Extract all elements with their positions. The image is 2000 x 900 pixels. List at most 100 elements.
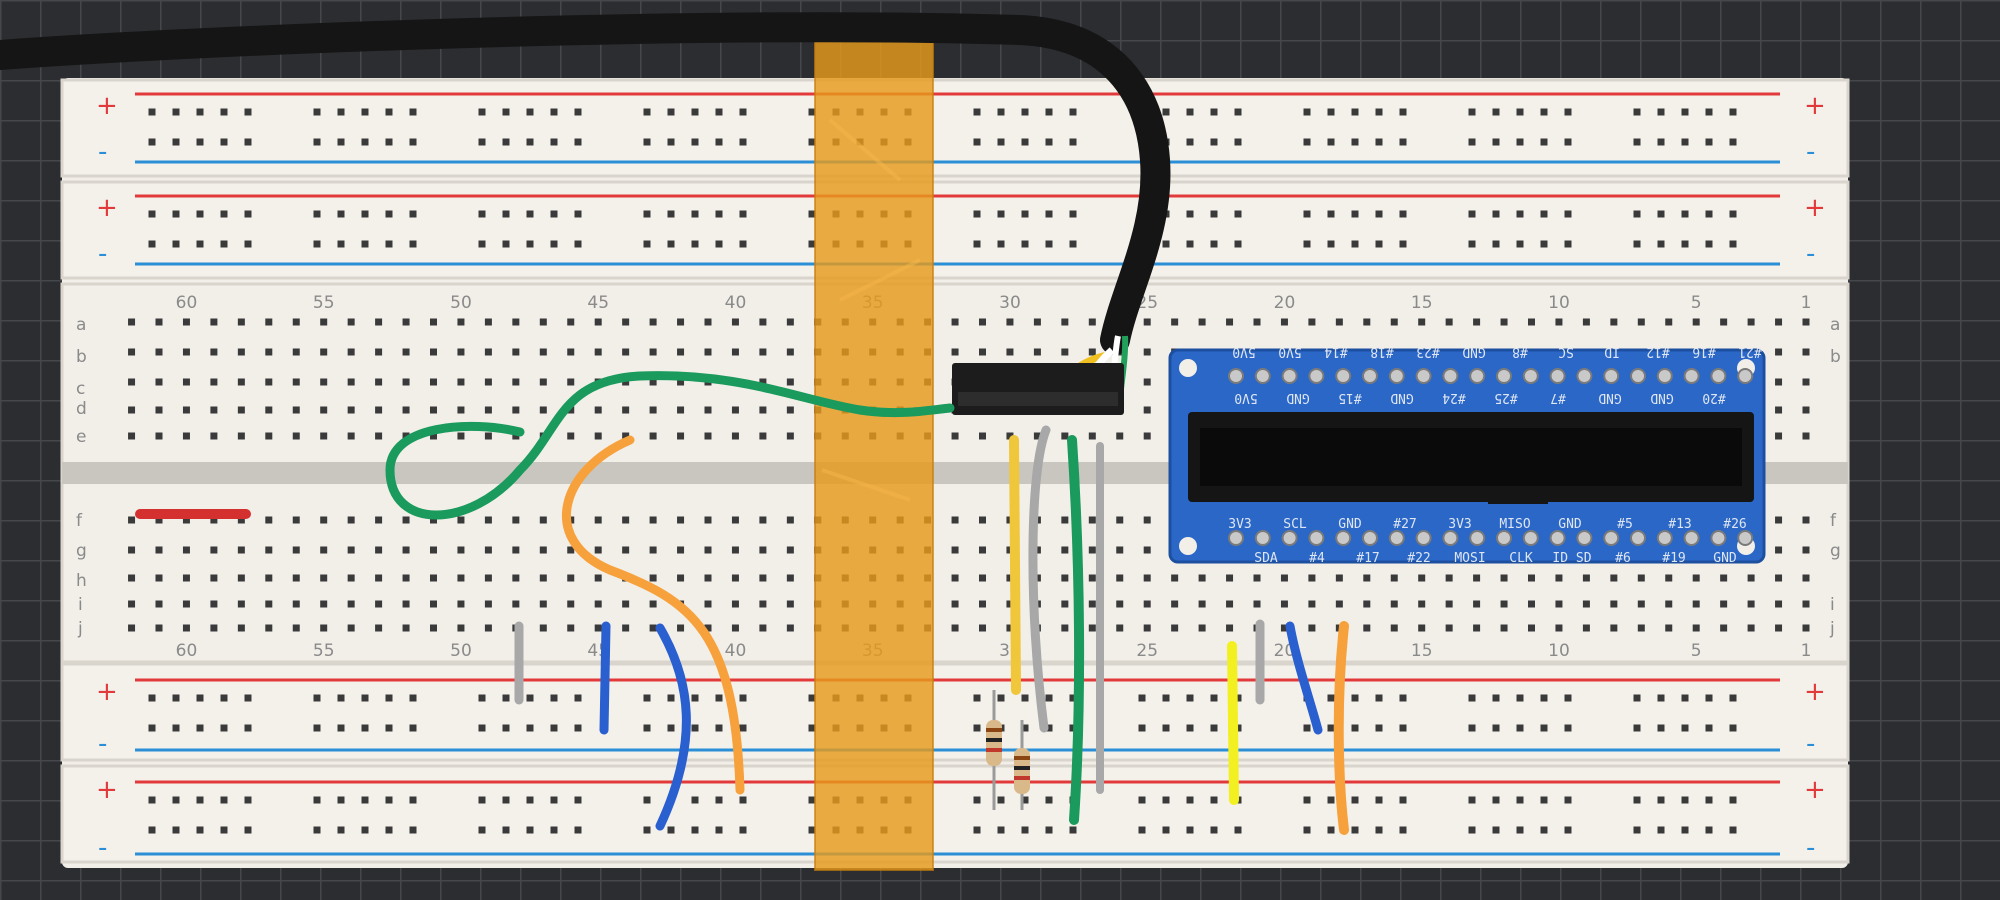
rail-hole [997, 210, 1005, 218]
hole [622, 378, 630, 386]
hole [237, 574, 245, 582]
hole [1637, 624, 1645, 632]
hole [265, 378, 273, 386]
rail-hole [574, 826, 582, 834]
resistor [986, 690, 1002, 810]
breakout-label: 5V0 [1234, 390, 1257, 405]
hole [1116, 574, 1124, 582]
hole [1418, 624, 1426, 632]
hole [539, 378, 547, 386]
hole [649, 624, 657, 632]
hole [677, 378, 685, 386]
hole [1088, 432, 1096, 440]
rail-hole [1633, 796, 1641, 804]
hole [1445, 574, 1453, 582]
rail-hole [172, 108, 180, 116]
rail-hole [1492, 210, 1500, 218]
hole [1088, 574, 1096, 582]
hole [567, 624, 575, 632]
usb-cable [0, 12, 1171, 355]
hole [1171, 574, 1179, 582]
hole [1088, 516, 1096, 524]
hole [786, 516, 794, 524]
rail-hole [1564, 724, 1572, 732]
rail-hole [1021, 796, 1029, 804]
rail-hole [691, 210, 699, 218]
hole [155, 318, 163, 326]
hole [1582, 624, 1590, 632]
rail-hole [1468, 826, 1476, 834]
column-label: 45 [587, 293, 609, 313]
hole [567, 348, 575, 356]
rail-hole [502, 240, 510, 248]
rail-hole [739, 138, 747, 146]
rail-plus-label: + [96, 775, 118, 805]
header-pin [1683, 368, 1700, 384]
hole [1363, 318, 1371, 326]
hole [1226, 600, 1234, 608]
rail-plus-label: + [96, 91, 118, 121]
rail-hole [220, 724, 228, 732]
breakout-label: GND [1286, 390, 1310, 405]
rail-hole [409, 694, 417, 702]
rail-hole [643, 240, 651, 248]
hole [265, 574, 273, 582]
rail-hole [715, 138, 723, 146]
breakout-label: SDA [1254, 551, 1278, 566]
hole [1802, 406, 1810, 414]
rail-hole [148, 694, 156, 702]
hole [237, 406, 245, 414]
hole [484, 406, 492, 414]
rail-hole [385, 240, 393, 248]
rail-hole [220, 210, 228, 218]
rail-hole [667, 694, 675, 702]
hole [786, 406, 794, 414]
hole [1802, 546, 1810, 554]
hole [1061, 624, 1069, 632]
rail-hole [478, 240, 486, 248]
rail-hole [1492, 694, 1500, 702]
rail-hole [1468, 138, 1476, 146]
header-pin [1442, 368, 1459, 384]
rail-hole [808, 210, 816, 218]
hole [1171, 624, 1179, 632]
rail-hole [691, 694, 699, 702]
hole [484, 348, 492, 356]
hole [622, 318, 630, 326]
hole [292, 574, 300, 582]
row-label-f: f [76, 511, 83, 531]
header-pin [1228, 368, 1244, 384]
hole [951, 546, 959, 554]
rail-hole [1681, 826, 1689, 834]
hole [182, 546, 190, 554]
hole [402, 600, 410, 608]
breakout-label: GND [1462, 344, 1486, 359]
rail-hole [643, 138, 651, 146]
hole [704, 574, 712, 582]
hole [1253, 600, 1261, 608]
rail-hole [1657, 138, 1665, 146]
hole [1445, 600, 1453, 608]
hole [1802, 318, 1810, 326]
row-label-f: f [1830, 511, 1837, 531]
hole [1802, 432, 1810, 440]
hole [704, 318, 712, 326]
rail-hole [1210, 240, 1218, 248]
rail-hole [715, 724, 723, 732]
rail-hole [739, 210, 747, 218]
hole [567, 546, 575, 554]
orange-jumper-wire [1333, 621, 1349, 835]
rail-hole [1540, 826, 1548, 834]
blue-jumper-wire [655, 623, 691, 831]
hole [649, 546, 657, 554]
header-pin [1656, 368, 1673, 384]
green-jumper-wire [1067, 435, 1085, 825]
hole [484, 624, 492, 632]
header-pin [1603, 368, 1620, 384]
header-pin [1335, 368, 1352, 384]
column-label: 15 [1411, 293, 1433, 313]
breakout-label: #13 [1668, 517, 1691, 532]
rail-hole [1234, 694, 1242, 702]
rail-hole [526, 240, 534, 248]
